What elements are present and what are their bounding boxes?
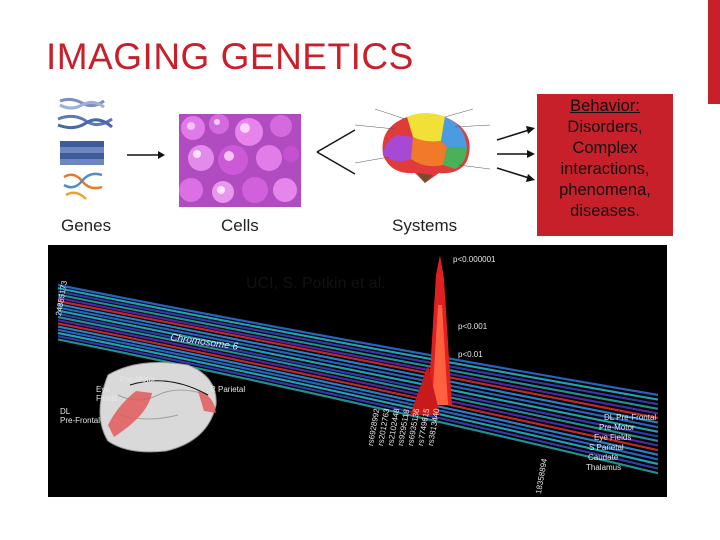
- arrow-genes-to-cells: [126, 148, 166, 162]
- region-label: R Parietal: [210, 385, 245, 394]
- region-label: DL Pre-Frontal: [604, 413, 656, 422]
- systems-caption: Systems: [392, 216, 457, 236]
- behavior-box: Behavior: Disorders, Complex interaction…: [537, 94, 673, 236]
- region-label: Fields: [96, 394, 117, 403]
- pvalue-label: p<0.001: [458, 322, 487, 331]
- region-label: Pre-Frontal: [60, 416, 100, 425]
- region-label: Caudate: [588, 453, 618, 462]
- behavior-line: interactions,: [537, 159, 673, 180]
- arrow-cells-to-systems: [315, 128, 357, 176]
- behavior-line: Disorders,: [537, 117, 673, 138]
- cells-caption: Cells: [221, 216, 259, 236]
- brain-diagram: [355, 103, 490, 198]
- pvalue-label: p<0.01: [458, 350, 483, 359]
- region-label: Pre-Motor: [599, 423, 635, 432]
- genes-caption: Genes: [61, 216, 111, 236]
- region-label: Eye: [96, 385, 110, 394]
- accent-bar: [708, 0, 720, 104]
- arrows-systems-to-behavior: [495, 124, 537, 184]
- behavior-line: diseases.: [537, 201, 673, 222]
- region-label: Pre-Motor: [120, 375, 156, 384]
- slide-title: IMAGING GENETICS: [46, 36, 414, 78]
- behavior-line: phenomena,: [537, 180, 673, 201]
- cells-image: [179, 114, 301, 207]
- pvalue-label: p<0.000001: [453, 255, 496, 264]
- region-label: Thalamus: [586, 463, 621, 472]
- region-label: S Parietal: [589, 443, 624, 452]
- region-label: Eye Fields: [594, 433, 631, 442]
- credit-text: UCI, S. Potkin et al.: [246, 275, 386, 293]
- brain-left-outline: [100, 363, 216, 452]
- behavior-line: Complex: [537, 138, 673, 159]
- region-label: DL: [60, 407, 70, 416]
- behavior-title: Behavior:: [537, 96, 673, 117]
- dna-image: [56, 95, 114, 205]
